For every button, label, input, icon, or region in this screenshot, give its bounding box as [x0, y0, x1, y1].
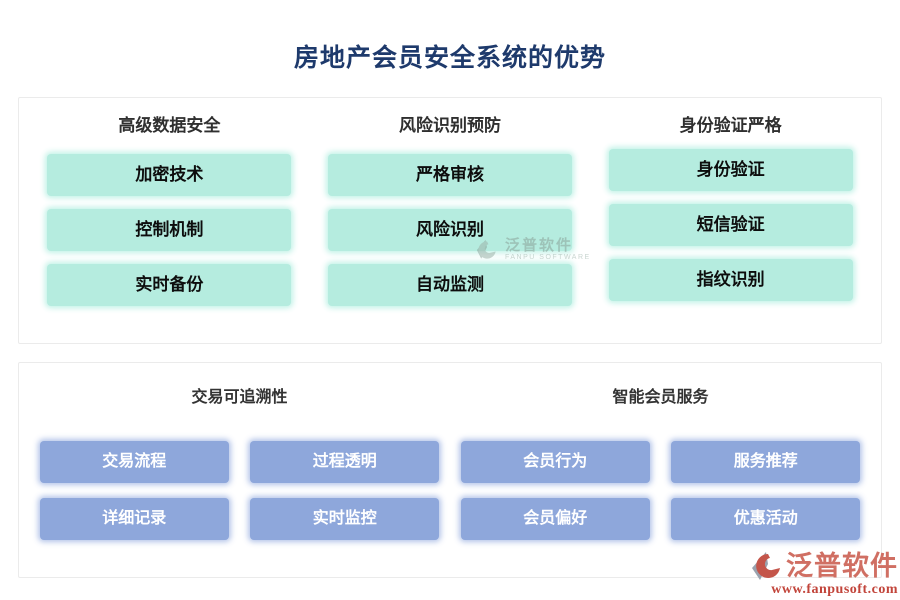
chip-grid: 会员行为 服务推荐 会员偏好 优惠活动 — [450, 441, 871, 555]
feature-chip: 服务推荐 — [671, 441, 861, 483]
feature-chip: 过程透明 — [250, 441, 440, 483]
column-header: 高级数据安全 — [118, 116, 221, 135]
feature-chip: 详细记录 — [39, 498, 229, 540]
feature-chip: 会员行为 — [460, 441, 650, 483]
column-data-security: 高级数据安全 加密技术 控制机制 实时备份 — [29, 114, 310, 319]
feature-chip: 身份验证 — [608, 149, 853, 191]
fanpu-logo-icon — [752, 552, 780, 580]
feature-chip: 指纹识别 — [608, 259, 853, 301]
page-title: 房地产会员安全系统的优势 — [293, 44, 606, 72]
feature-chip: 短信验证 — [608, 204, 853, 246]
feature-chip: 优惠活动 — [671, 498, 861, 540]
chip-grid: 交易流程 过程透明 详细记录 实时监控 — [29, 441, 450, 555]
feature-chip: 会员偏好 — [460, 498, 650, 540]
feature-chip: 实时监控 — [250, 498, 440, 540]
column-risk-prevention: 风险识别预防 严格审核 风险识别 自动监测 — [310, 114, 591, 319]
feature-chip: 严格审核 — [327, 154, 573, 196]
feature-chip: 交易流程 — [39, 441, 229, 483]
feature-chip: 控制机制 — [47, 209, 292, 251]
feature-chip: 风险识别 — [327, 209, 573, 251]
feature-chip: 实时备份 — [47, 264, 292, 306]
bottom-panel: 交易可追溯性 交易流程 过程透明 详细记录 实时监控 智能会员服务 会员行为 服… — [18, 362, 882, 578]
column-header: 智能会员服务 — [612, 389, 709, 406]
top-panel-grid: 高级数据安全 加密技术 控制机制 实时备份 风险识别预防 严格审核 风险识别 自… — [19, 98, 881, 319]
column-header: 交易可追溯性 — [191, 389, 288, 406]
column-header: 风险识别预防 — [398, 116, 501, 135]
top-panel: 高级数据安全 加密技术 控制机制 实时备份 风险识别预防 严格审核 风险识别 自… — [18, 97, 882, 344]
feature-chip: 加密技术 — [47, 154, 292, 196]
feature-chip: 自动监测 — [327, 264, 573, 306]
fanpu-footer-logo: 泛普软件 www.fanpusoft.com — [748, 548, 898, 598]
column-identity-verification: 身份验证严格 身份验证 短信验证 指纹识别 — [590, 114, 871, 319]
bottom-panel-grid: 交易可追溯性 交易流程 过程透明 详细记录 实时监控 智能会员服务 会员行为 服… — [19, 363, 881, 555]
footer-brand: 泛普软件 — [786, 551, 898, 581]
column-smart-member-services: 智能会员服务 会员行为 服务推荐 会员偏好 优惠活动 — [450, 387, 871, 555]
footer-url: www.fanpusoft.com — [771, 582, 898, 597]
column-transaction-traceability: 交易可追溯性 交易流程 过程透明 详细记录 实时监控 — [29, 387, 450, 555]
column-header: 身份验证严格 — [679, 116, 782, 135]
